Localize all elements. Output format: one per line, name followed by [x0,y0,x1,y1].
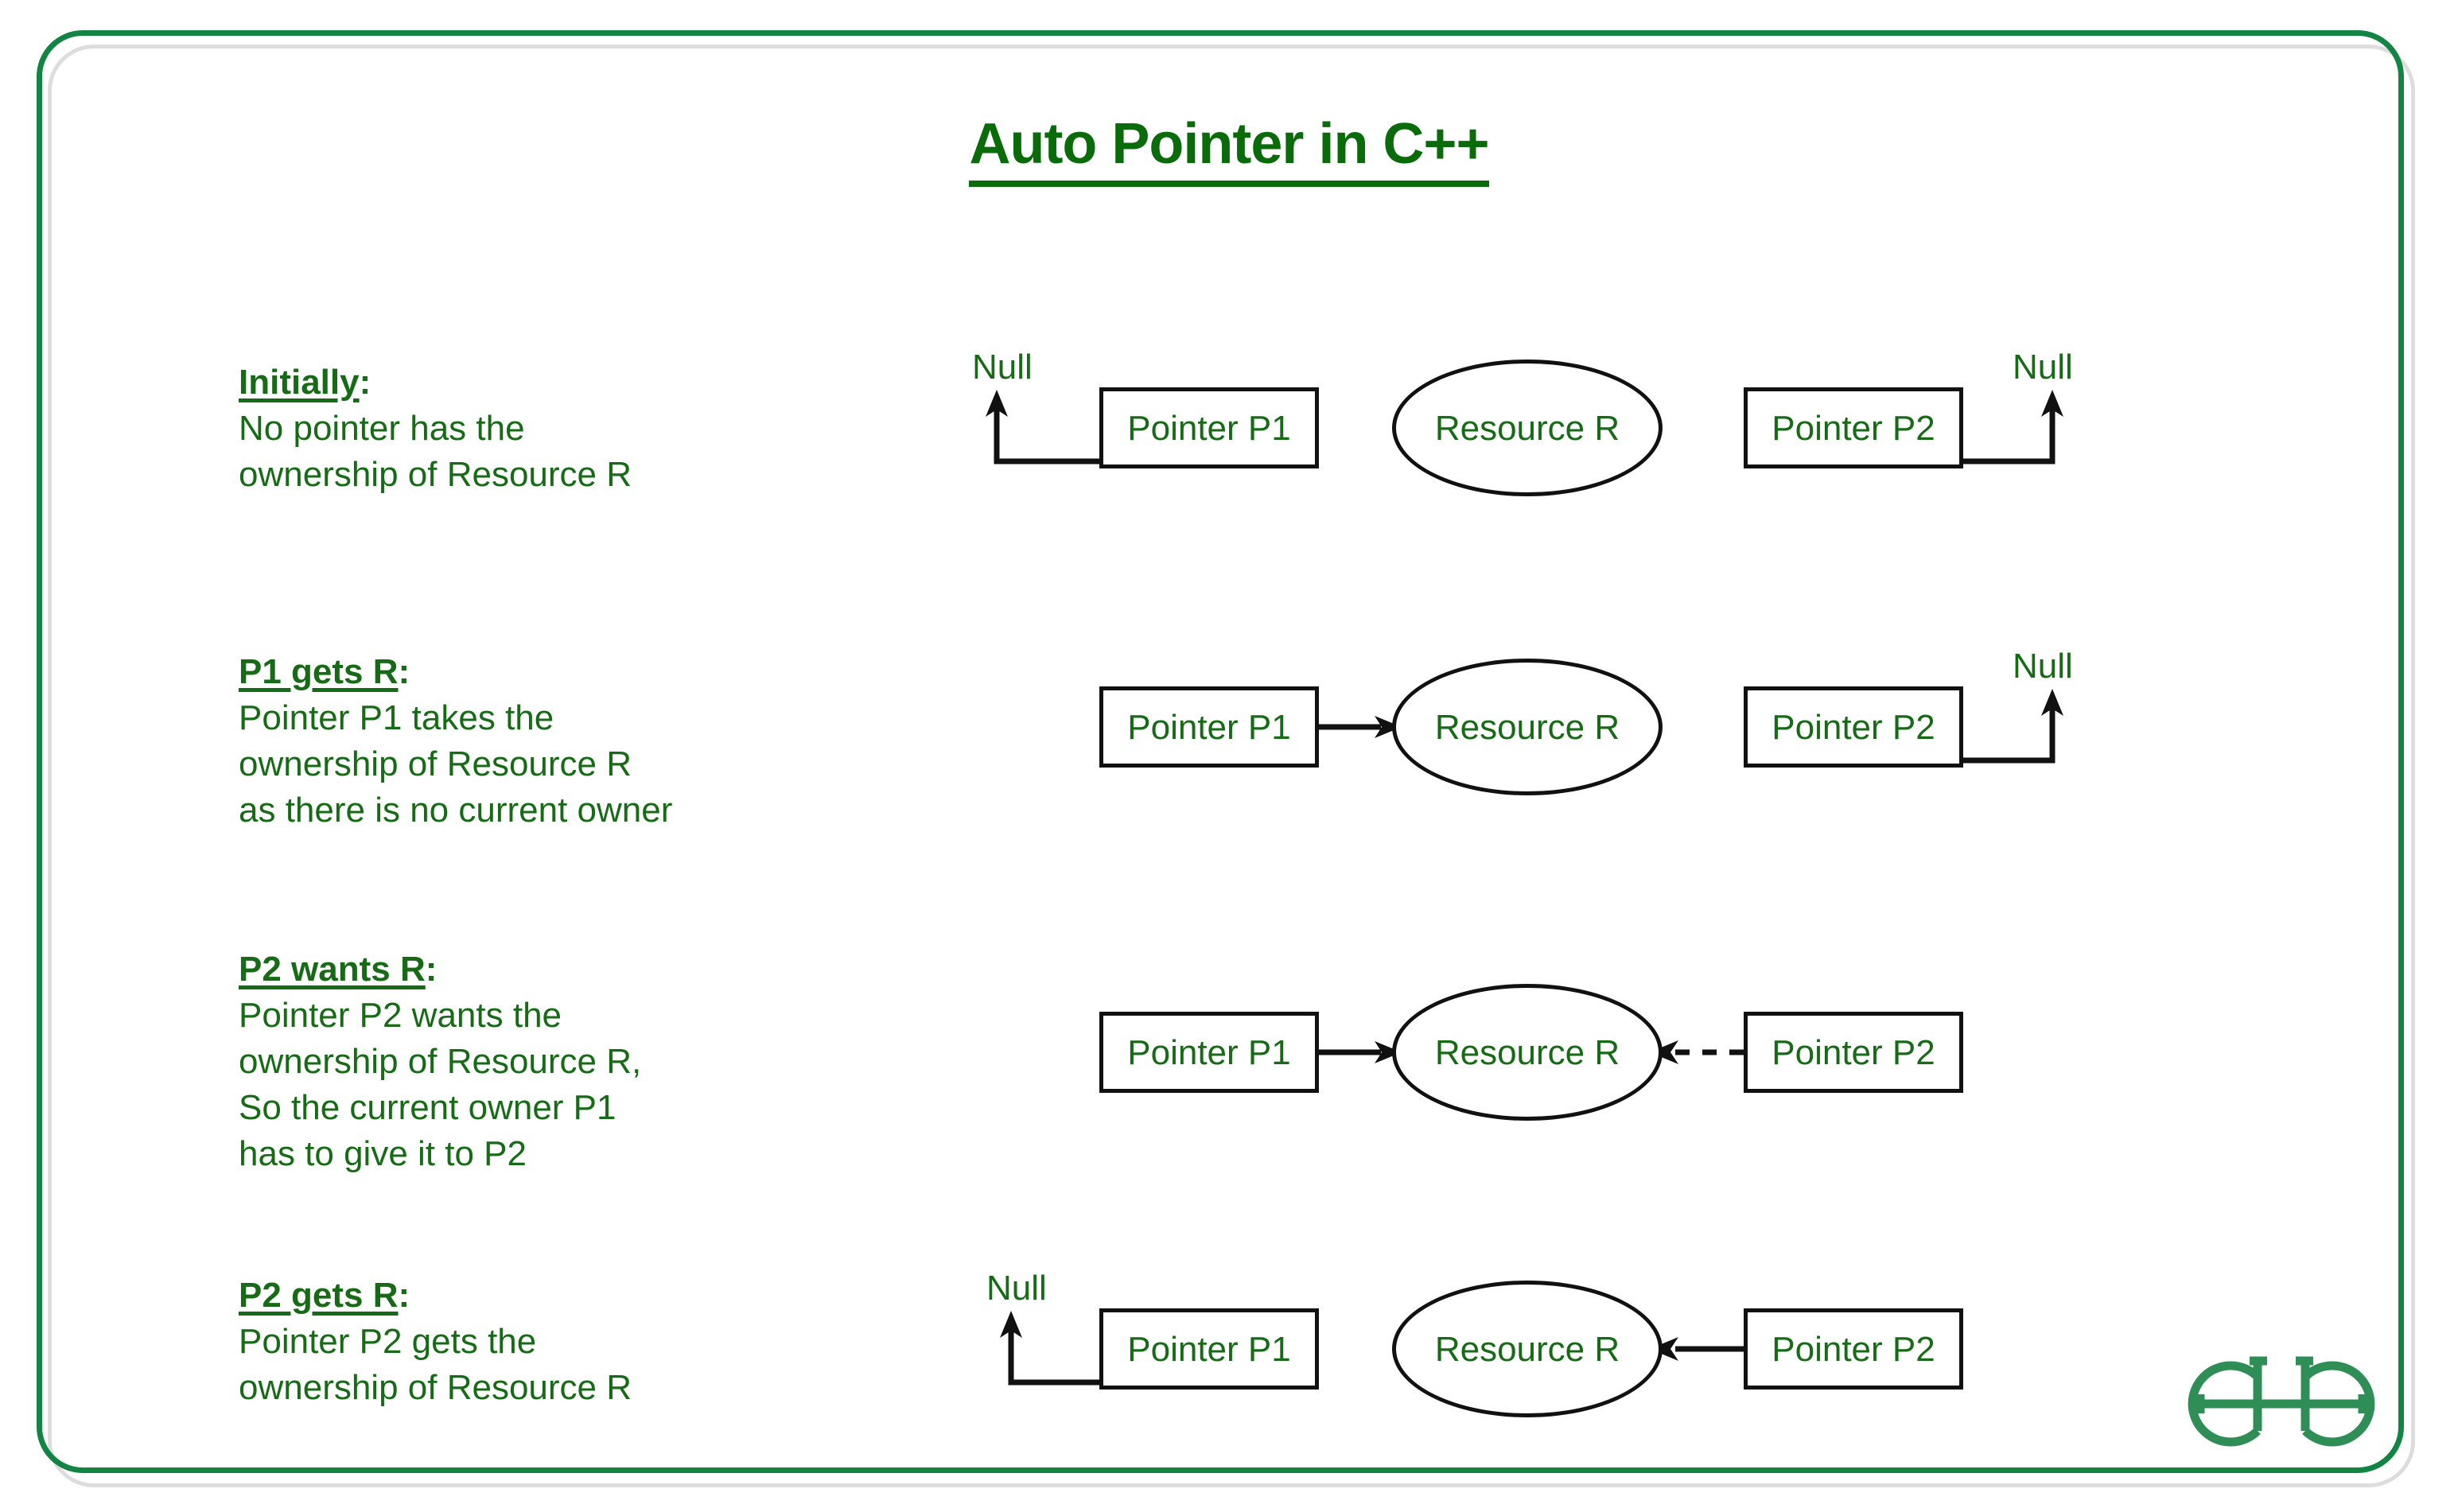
diagram-row-initially: Null Pointer P1 Resource R Pointer P2 Nu… [0,326,2458,533]
caption-line: ownership of Resource R [239,1368,632,1407]
caption-heading-colon: : [398,652,410,691]
caption-line: Pointer P2 wants the [239,996,562,1035]
caption-heading: P2 wants R: [239,946,641,993]
node-pointer-p1: Pointer P1 [1099,1012,1319,1093]
node-resource-r: Resource R [1392,1281,1663,1417]
arrow-p1-to-resource [1313,1041,1402,1063]
null-label-left: Null [986,1269,1047,1308]
caption-heading: P1 gets R: [239,649,672,695]
caption-line: ownership of Resource R [239,455,632,494]
caption-line: Pointer P1 takes the [239,698,554,737]
caption-heading-colon: : [425,950,438,989]
caption-line: So the current owner P1 [239,1088,616,1127]
node-pointer-p2: Pointer P2 [1744,1308,1963,1390]
caption-line: ownership of Resource R, [239,1042,642,1081]
caption-block-p2-gets-r: P2 gets R: Pointer P2 gets the ownership… [239,1273,632,1411]
page-title: Auto Pointer in C++ [0,111,2458,187]
connector-p2-to-null [1962,390,2063,464]
page-frame-border [37,30,2404,1473]
arrow-p1-to-resource [1313,716,1402,738]
node-pointer-p2: Pointer P2 [1744,387,1963,468]
node-resource-r: Resource R [1392,360,1663,496]
arrow-p2-to-resource [1650,1337,1744,1361]
frame-shadow [48,45,2415,1487]
caption-line: No pointer has the [239,409,525,448]
geeksforgeeks-logo [2188,1356,2375,1447]
caption-heading-text: P2 gets R [239,1276,399,1315]
node-pointer-p1: Pointer P1 [1099,387,1319,468]
caption-heading-colon: : [359,363,371,402]
caption-line: ownership of Resource R [239,744,632,783]
caption-heading: Initially: [239,360,632,406]
caption-heading-text: P2 wants R [239,950,426,989]
caption-line: has to give it to P2 [239,1134,527,1173]
caption-line: Pointer P2 gets the [239,1322,537,1361]
node-resource-r: Resource R [1392,984,1663,1121]
caption-block-p2-wants-r: P2 wants R: Pointer P2 wants the ownersh… [239,946,641,1177]
diagram-row-p1-gets-r: Pointer P1 Resource R Pointer P2 Null [0,616,2458,823]
caption-heading-colon: : [398,1276,410,1315]
connector-p2-to-null [1962,689,2063,764]
null-label-right: Null [2013,647,2073,686]
node-pointer-p2: Pointer P2 [1744,1012,1963,1093]
caption-line: as there is no current owner [239,791,673,830]
node-pointer-p1: Pointer P1 [1099,1308,1319,1390]
caption-heading: P2 gets R: [239,1273,632,1319]
node-pointer-p2: Pointer P2 [1744,686,1963,768]
null-label-right: Null [2013,348,2073,387]
diagram-row-p2-wants-r: Pointer P1 Resource R Pointer P2 [0,915,2458,1121]
diagram-row-p2-gets-r: Null Pointer P1 Resource R Pointer P2 [0,1241,2458,1448]
caption-heading-text: P1 gets R [239,652,399,691]
caption-heading-text: Initially [239,363,360,402]
caption-block-p1-gets-r: P1 gets R: Pointer P1 takes the ownershi… [239,649,672,834]
arrow-p2-wants-resource-dashed [1650,1040,1744,1064]
page-title-text: Auto Pointer in C++ [969,112,1490,187]
null-label-left: Null [972,348,1033,387]
connector-p1-to-null [986,390,1114,464]
node-pointer-p1: Pointer P1 [1099,686,1319,768]
connector-p1-to-null [1000,1311,1114,1386]
node-resource-r: Resource R [1392,659,1663,795]
caption-block-initially: Initially: No pointer has the ownership … [239,360,632,498]
